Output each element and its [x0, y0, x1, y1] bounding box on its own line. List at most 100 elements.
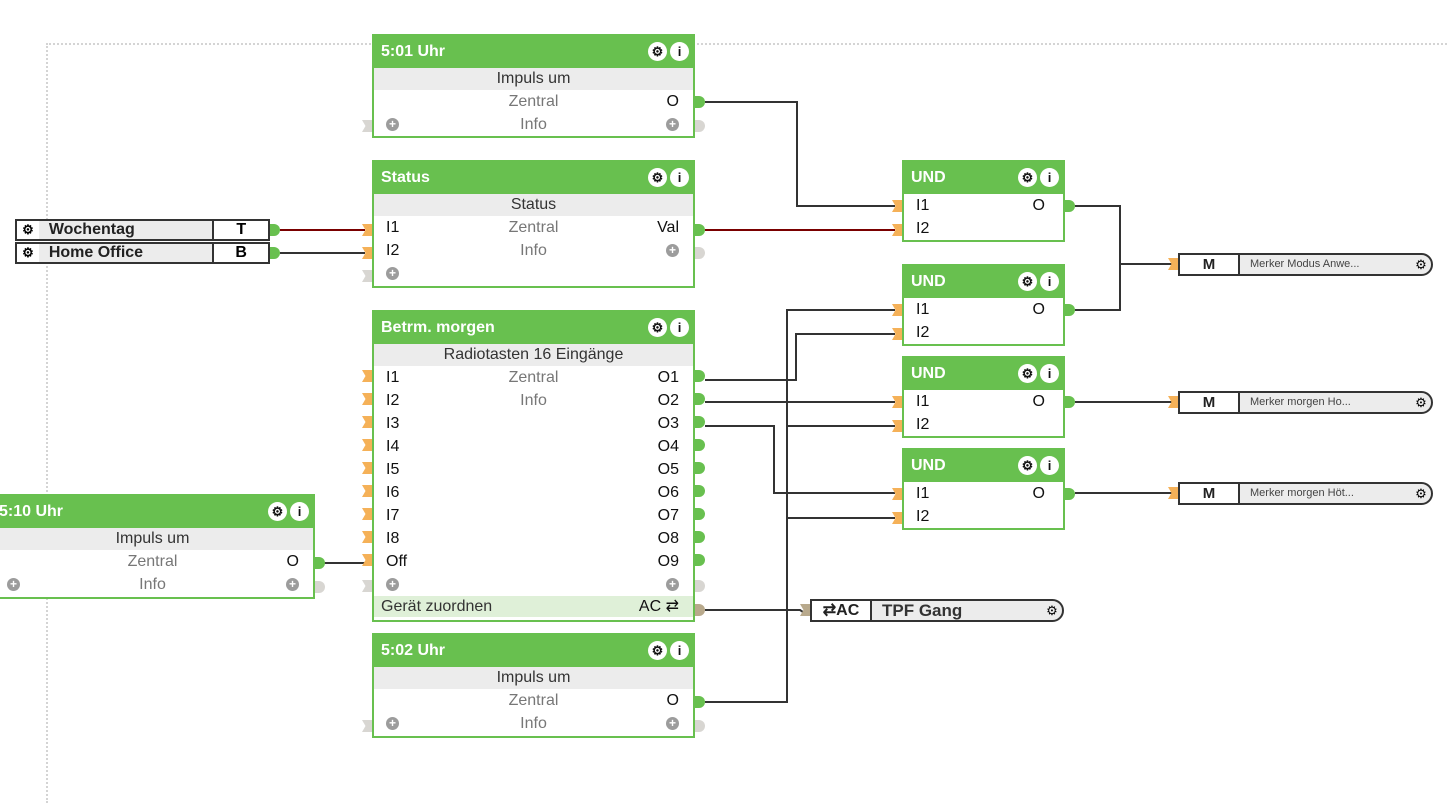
add-output-icon[interactable]: +: [666, 578, 679, 592]
output-pin[interactable]: [695, 224, 705, 236]
output-pin[interactable]: [695, 393, 705, 405]
block-header[interactable]: Status ⚙i: [374, 162, 693, 194]
gear-icon[interactable]: ⚙: [1018, 456, 1037, 475]
input-pin[interactable]: [1168, 487, 1178, 499]
gear-icon[interactable]: ⚙: [648, 318, 667, 337]
ac-input-pin[interactable]: [800, 604, 810, 616]
gear-icon[interactable]: ⚙: [648, 42, 667, 61]
gear-icon[interactable]: ⚙: [1415, 395, 1427, 410]
input-pin[interactable]: [892, 420, 902, 432]
info-icon[interactable]: i: [670, 168, 689, 187]
block-radiotasten[interactable]: Betrm. morgen ⚙i Radiotasten 16 Eingänge…: [372, 310, 695, 622]
output-pin[interactable]: [270, 224, 280, 236]
output-pin[interactable]: [695, 696, 705, 708]
gear-icon[interactable]: ⚙: [22, 222, 34, 237]
gear-icon[interactable]: ⚙: [1415, 486, 1427, 501]
block-header[interactable]: 5:10 Uhr ⚙i: [0, 496, 313, 528]
output-pin[interactable]: [1065, 396, 1075, 408]
add-output-icon[interactable]: +: [666, 244, 679, 258]
input-pin[interactable]: [362, 270, 372, 282]
add-input-icon[interactable]: +: [386, 267, 399, 281]
info-icon[interactable]: i: [670, 42, 689, 61]
output-pin[interactable]: [695, 485, 705, 497]
gear-icon[interactable]: ⚙: [648, 168, 667, 187]
output-pin[interactable]: [695, 720, 705, 732]
gear-icon[interactable]: ⚙: [1415, 257, 1427, 272]
output-pin[interactable]: [695, 439, 705, 451]
input-pin[interactable]: [362, 580, 372, 592]
add-input-icon[interactable]: +: [386, 717, 399, 731]
info-icon[interactable]: i: [1040, 168, 1059, 187]
output-pin[interactable]: [315, 581, 325, 593]
add-input-icon[interactable]: +: [7, 578, 20, 592]
input-pin[interactable]: [362, 393, 372, 405]
block-header[interactable]: UND ⚙i: [904, 162, 1063, 194]
info-icon[interactable]: i: [1040, 456, 1059, 475]
output-pin[interactable]: [695, 580, 705, 592]
add-output-icon[interactable]: +: [666, 717, 679, 731]
output-pin[interactable]: [695, 531, 705, 543]
input-pin[interactable]: [362, 120, 372, 132]
gear-icon[interactable]: ⚙: [1018, 168, 1037, 187]
input-pin[interactable]: [1168, 396, 1178, 408]
gear-icon[interactable]: ⚙: [1018, 364, 1037, 383]
output-pin[interactable]: [695, 416, 705, 428]
input-pin[interactable]: [892, 488, 902, 500]
output-pin[interactable]: [695, 370, 705, 382]
add-input-icon[interactable]: +: [386, 578, 399, 592]
info-icon[interactable]: i: [670, 641, 689, 660]
input-pin[interactable]: [362, 439, 372, 451]
block-header[interactable]: UND ⚙i: [904, 266, 1063, 298]
block-header[interactable]: 5:02 Uhr ⚙i: [374, 635, 693, 667]
input-pin[interactable]: [362, 531, 372, 543]
input-pin[interactable]: [362, 370, 372, 382]
output-pin[interactable]: [695, 96, 705, 108]
output-pin[interactable]: [695, 120, 705, 132]
add-input-icon[interactable]: +: [386, 118, 399, 132]
add-output-icon[interactable]: +: [666, 118, 679, 132]
device-tpf-gang[interactable]: ⇄AC TPF Gang ⚙: [810, 599, 1064, 622]
output-pin[interactable]: [695, 462, 705, 474]
gear-icon[interactable]: ⚙: [1046, 603, 1058, 618]
add-output-icon[interactable]: +: [286, 578, 299, 592]
gear-icon[interactable]: ⚙: [648, 641, 667, 660]
input-pin[interactable]: [892, 200, 902, 212]
input-pin[interactable]: [362, 416, 372, 428]
input-pin[interactable]: [362, 485, 372, 497]
info-icon[interactable]: i: [290, 502, 309, 521]
output-pin[interactable]: [1065, 488, 1075, 500]
info-icon[interactable]: i: [1040, 364, 1059, 383]
gear-icon[interactable]: ⚙: [1018, 272, 1037, 291]
ac-output-pin[interactable]: [695, 604, 705, 616]
output-pin[interactable]: [1065, 304, 1075, 316]
gear-icon[interactable]: ⚙: [268, 502, 287, 521]
output-pin[interactable]: [695, 508, 705, 520]
input-pin[interactable]: [892, 512, 902, 524]
output-pin[interactable]: [695, 247, 705, 259]
input-pin[interactable]: [362, 554, 372, 566]
output-pin[interactable]: [315, 557, 325, 569]
merker-morgen-hoet[interactable]: M Merker morgen Höt... ⚙: [1178, 482, 1433, 505]
input-pin[interactable]: [892, 304, 902, 316]
assign-device-row[interactable]: Gerät zuordnen AC ⇄: [374, 596, 693, 617]
merker-morgen-home-office[interactable]: M Merker morgen Ho... ⚙: [1178, 391, 1433, 414]
gear-icon[interactable]: ⚙: [22, 245, 34, 260]
output-pin[interactable]: [270, 247, 280, 259]
input-pin[interactable]: [362, 720, 372, 732]
merker-modus-anwesenheit[interactable]: M Merker Modus Anwe... ⚙: [1178, 253, 1433, 276]
info-icon[interactable]: i: [1040, 272, 1059, 291]
input-pin[interactable]: [362, 247, 372, 259]
input-pin[interactable]: [362, 462, 372, 474]
block-header[interactable]: UND ⚙i: [904, 358, 1063, 390]
block-header[interactable]: UND ⚙i: [904, 450, 1063, 482]
input-pin[interactable]: [1168, 258, 1178, 270]
variable-wochentag[interactable]: ⚙ Wochentag T: [15, 219, 270, 241]
output-pin[interactable]: [695, 554, 705, 566]
